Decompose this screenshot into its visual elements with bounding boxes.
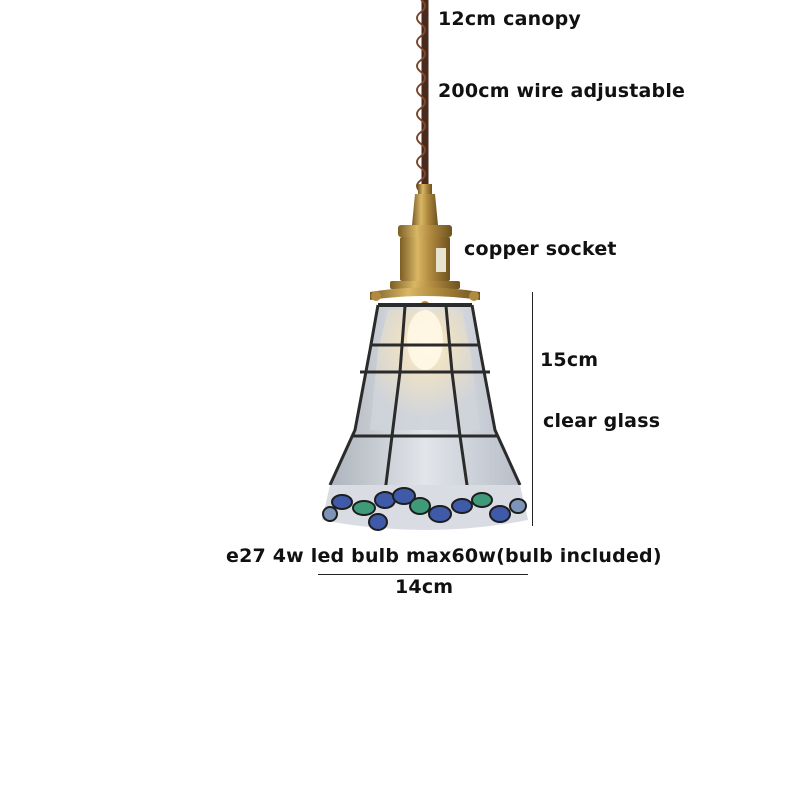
bulb-label: e27 4w led bulb max60w(bulb included) [226,545,662,567]
socket-label: copper socket [464,238,617,260]
wire-label: 200cm wire adjustable [438,80,686,102]
width-dimension-line [318,574,528,575]
width-label: 14cm [395,576,454,598]
twisted-wire [416,0,429,193]
petal-border [322,485,528,531]
glass-label: clear glass [543,410,661,432]
height-label: 15cm [540,349,599,371]
glass-shade [328,303,522,493]
height-dimension-line [532,292,533,526]
canopy-label: 12cm canopy [438,8,581,30]
